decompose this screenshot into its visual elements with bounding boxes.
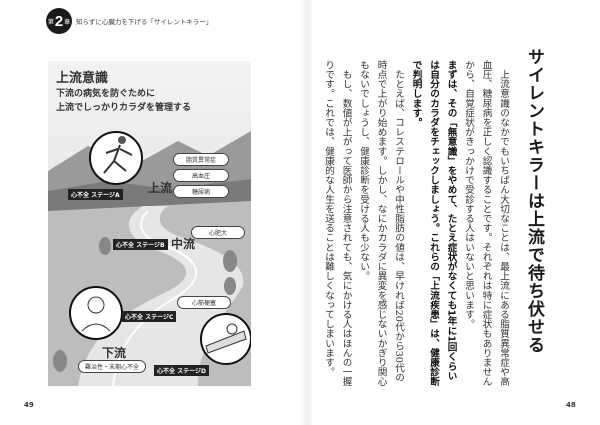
river-current	[112, 210, 198, 386]
article-title: サイレントキラーは上流で待ち伏せる	[524, 48, 544, 354]
chapter-suffix: 章	[64, 18, 71, 26]
chapter-number: 2	[54, 12, 64, 30]
illustration-title: 上流意識	[56, 71, 109, 86]
condition-end-stage: 難治性・末期心不全	[78, 360, 146, 373]
midstream-label: 中流	[171, 237, 196, 251]
upstream-illustration: 上流意識 下流の病気を防ぐために 上流でしっかりカラダを管理する 脂質異常症 高…	[48, 61, 251, 386]
paragraph: たとえば、コレステロールや中性脂肪の値は、早ければ20代から30代の時点で上がり…	[358, 60, 404, 387]
condition-hypertrophy: 心肥大	[191, 226, 245, 239]
subtitle-line: 下流の病気を防ぐために	[56, 89, 156, 99]
paragraph-emphasis: まずは、その「無意識」をやめて、たとえ症状がなくても1年に1回くらいは自分のカラ…	[410, 60, 457, 387]
stage-d-tag: 心不全 ステージD	[154, 365, 209, 376]
condition-infarction: 心筋梗塞	[177, 296, 231, 309]
paragraph: 上流意識のなかでもいちばん大切なことは、最上流にある脂質異常症や高血圧、糖尿病を…	[463, 60, 509, 387]
stage-b-tag: 心不全 ステージB	[113, 239, 168, 250]
chapter-prefix: 第	[47, 18, 54, 26]
illustration-subtitle: 下流の病気を防ぐために 上流でしっかりカラダを管理する	[56, 87, 191, 115]
downstream-label: 下流	[102, 346, 127, 360]
page-number-left: 49	[24, 401, 34, 409]
article-body: 上流意識のなかでもいちばん大切なことは、最上流にある脂質異常症や高血圧、糖尿病を…	[323, 60, 512, 390]
page-number-right: 48	[566, 401, 576, 409]
river-landscape	[48, 131, 251, 386]
stage-a-tag: 心不全 ステージA	[68, 189, 123, 200]
running-head: 知らずに心臓力を下げる「サイレントキラー」	[76, 18, 213, 26]
condition-hypertension: 高血圧	[173, 169, 229, 182]
stage-c-tag: 心不全 ステージC	[122, 311, 177, 322]
paragraph: もし、数値が上がって医師から注意されても、気にかける人はほんの一握りです。これで…	[323, 60, 352, 387]
subtitle-line: 上流でしっかりカラダを管理する	[56, 103, 192, 113]
book-gutter	[300, 0, 314, 425]
condition-diabetes: 糖尿病	[173, 185, 229, 198]
upstream-label: 上流	[148, 181, 173, 195]
condition-dyslipidemia: 脂質異常症	[173, 153, 229, 166]
